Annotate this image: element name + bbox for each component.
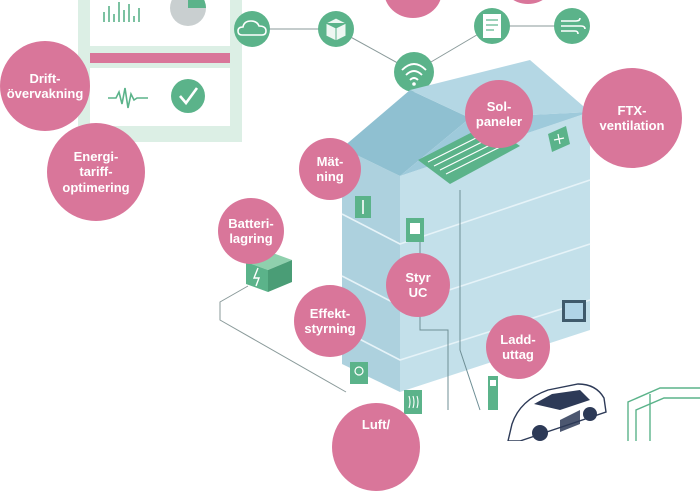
bubble-top-partial-2 xyxy=(500,0,556,4)
bubble-driftovervakning: Drift- övervakning xyxy=(0,41,90,131)
check-icon xyxy=(171,79,205,113)
label-solpaneler: Sol- paneler xyxy=(475,98,523,129)
label-energitariff: Energi- tariff- optimering xyxy=(62,149,130,195)
monitoring-dashboard xyxy=(78,0,242,142)
label-driftovervakning: Drift- övervakning xyxy=(6,70,84,101)
label-laddutag: Ladd- uttag xyxy=(500,331,536,362)
ev-charger xyxy=(488,376,498,410)
ground-cable xyxy=(219,285,347,393)
wind-icon xyxy=(554,8,590,44)
smart-building-diagram xyxy=(78,0,700,441)
bubble-styr-uc: Styr UC xyxy=(386,253,450,317)
cube-icon xyxy=(318,11,354,47)
label-ftx: FTX- ventilation xyxy=(599,102,665,133)
label-matning: Mät- ning xyxy=(316,153,344,184)
heat-icon xyxy=(404,390,422,414)
bubble-effektstyrning: Effekt- styrning xyxy=(294,285,366,357)
bubble-ftx: FTX- ventilation xyxy=(582,68,682,168)
bubble-matning: Mät- ning xyxy=(299,138,361,200)
bubble-solpaneler: Sol- paneler xyxy=(465,80,533,148)
wifi-icon xyxy=(394,52,434,92)
outdoor-structure xyxy=(627,387,700,441)
pie-chart-icon xyxy=(170,0,206,26)
bubble-batterilagring: Batteri- lagring xyxy=(218,198,284,264)
label-batterilagring: Batteri- lagring xyxy=(228,215,274,246)
bubble-luft: Luft/ xyxy=(332,403,420,491)
car-icon xyxy=(507,383,607,441)
lightbulb-icon xyxy=(350,362,368,384)
label-styr-uc: Styr UC xyxy=(405,269,431,300)
battery-icon xyxy=(246,252,292,292)
controller-unit xyxy=(406,218,424,242)
ventilation-unit xyxy=(548,126,570,152)
tablet-icon xyxy=(562,300,586,322)
bar-chart-icon xyxy=(103,2,140,22)
bubble-energitariff: Energi- tariff- optimering xyxy=(47,123,145,221)
pulse-wave-icon xyxy=(108,87,148,109)
label-luft: Luft/ xyxy=(361,417,391,432)
thermometer-icon xyxy=(355,196,371,218)
label-effektstyrning: Effekt- styrning xyxy=(304,305,356,336)
bubble-top-partial-1 xyxy=(384,0,442,18)
document-icon xyxy=(474,8,510,44)
bubble-laddutag: Ladd- uttag xyxy=(486,315,550,379)
cloud-icon xyxy=(234,11,270,47)
